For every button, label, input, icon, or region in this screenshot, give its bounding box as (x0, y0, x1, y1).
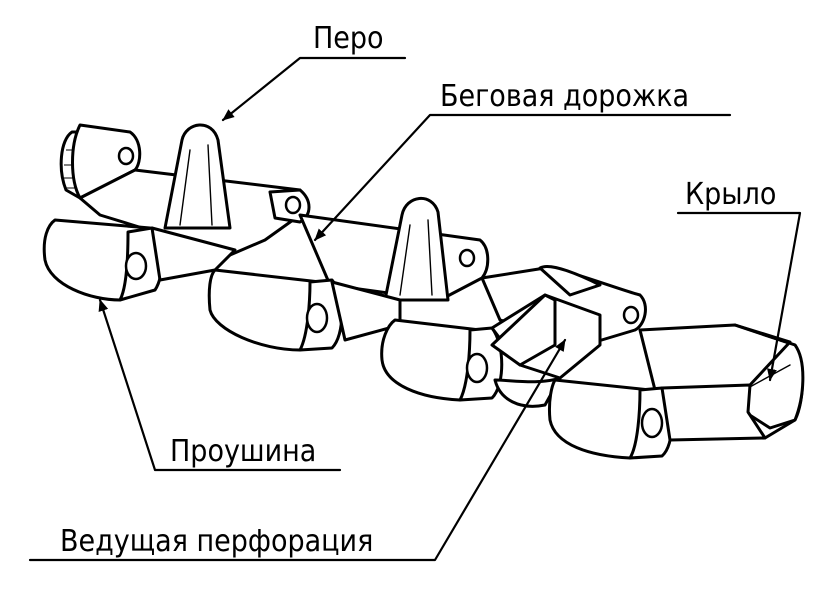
leader-pero (221, 56, 407, 122)
leader-lines (28, 56, 802, 562)
label-track: Беговая дорожка (440, 79, 689, 114)
leader-wing (676, 211, 802, 382)
label-eye: Проушина (170, 434, 316, 469)
track-chain-drawing (42, 123, 805, 460)
leader-drive (28, 338, 567, 562)
label-pero: Перо (313, 21, 384, 56)
label-drive: Ведущая перфорация (60, 524, 373, 559)
leader-eye (98, 298, 342, 472)
leader-track (313, 113, 732, 242)
label-wing: Крыло (685, 177, 776, 212)
